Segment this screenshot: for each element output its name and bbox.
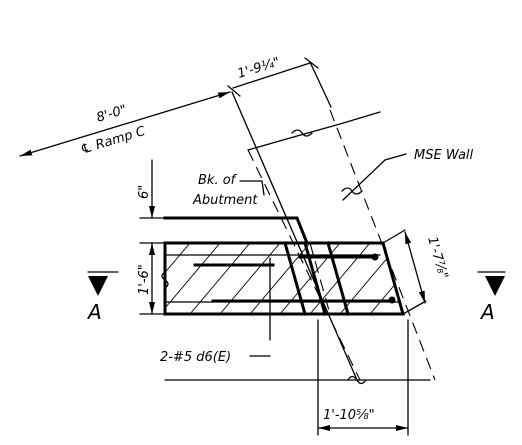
centerline-leader <box>19 57 319 157</box>
bearing-line <box>231 91 358 381</box>
mse-wall-lines <box>247 109 436 381</box>
cap-height-dimension: 6" <box>137 185 152 199</box>
left-vertical-dimension <box>139 159 166 315</box>
back-of-abutment-leader <box>239 180 265 196</box>
rebar-label: 2-#5 d6(E) <box>160 350 231 365</box>
beam-depth-dimension: 1'-6" <box>137 264 152 295</box>
bottom-offset-dimension: 1'-10⅝" <box>323 408 375 423</box>
section-marker-left <box>87 271 119 296</box>
mse-wall-label: MSE Wall <box>414 148 474 163</box>
section-label-left: A <box>86 300 102 324</box>
right-skew-dimension <box>382 229 427 315</box>
centerline-label: ℄ Ramp C <box>79 124 148 158</box>
back-of-abutment-label-1: Bk. of <box>198 173 238 188</box>
break-symbol-bottom <box>347 375 367 385</box>
back-of-abutment-label-2: Abutment <box>192 193 258 208</box>
rebar <box>193 253 396 341</box>
ramp-width-dimension: 8'-0" <box>95 102 129 125</box>
section-label-right: A <box>479 300 495 324</box>
mse-wall-leader <box>342 153 407 201</box>
skew-offset-dimension: 1'-9¼" <box>236 55 282 82</box>
skew-depth-dimension: 1'-7⅞" <box>424 235 450 281</box>
section-marker-right <box>477 271 506 296</box>
abutment-cap <box>163 216 309 245</box>
wall-extension-line <box>309 61 332 108</box>
abutment-beam <box>163 241 405 316</box>
break-symbol-left <box>161 271 169 289</box>
bottom-dimension <box>317 319 409 436</box>
